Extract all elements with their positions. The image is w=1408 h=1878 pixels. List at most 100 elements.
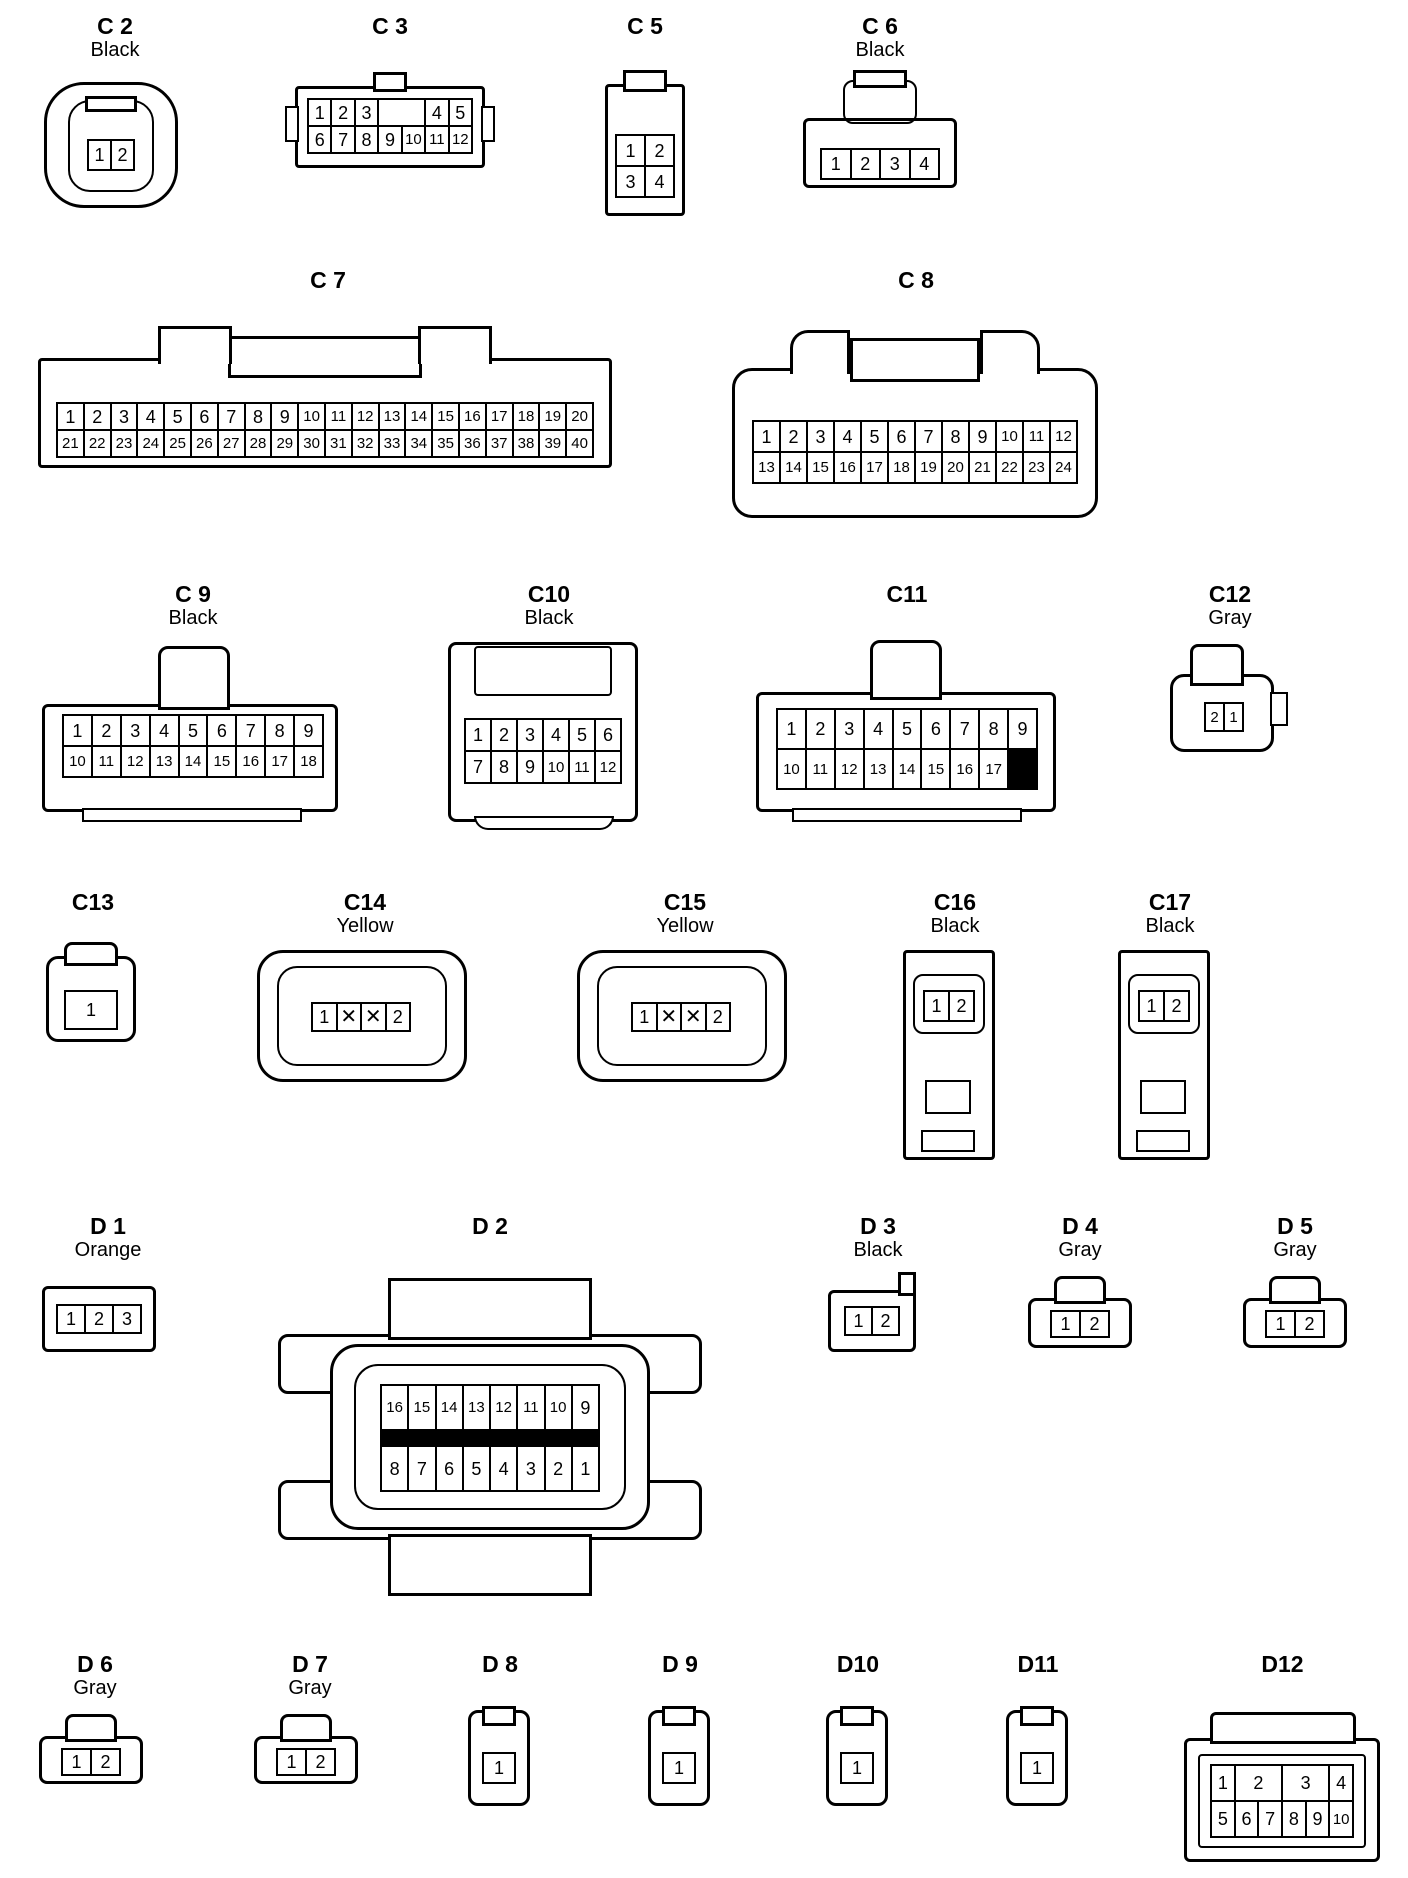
connector-latch bbox=[65, 1714, 117, 1742]
pin-block: 1 2 3 4 5 6 7 8 9 10 11 12 13 14 15 16 1… bbox=[62, 714, 324, 778]
pin: 3 bbox=[808, 422, 833, 451]
connector-housing bbox=[1118, 950, 1210, 1160]
pin: 9 bbox=[295, 716, 322, 745]
connector-id: C 2 bbox=[97, 13, 133, 39]
pin: 21 bbox=[58, 431, 83, 456]
pin: 8 bbox=[1282, 1802, 1305, 1836]
pin-gap bbox=[379, 100, 425, 125]
connector-latch bbox=[1020, 1706, 1054, 1726]
pin: 3 bbox=[518, 1447, 544, 1490]
connector-d9: D 9 1 bbox=[640, 1652, 720, 1812]
pin: 4 bbox=[646, 167, 673, 196]
connector-id: C 5 bbox=[627, 13, 663, 39]
pin: 13 bbox=[463, 1386, 489, 1429]
pin: 2 bbox=[646, 136, 673, 165]
connector-latch bbox=[482, 1706, 516, 1726]
pin: 3 bbox=[114, 1306, 140, 1332]
connector-d3: D 3 Black 1 2 bbox=[818, 1214, 938, 1364]
pin-block: 1 2 bbox=[1265, 1310, 1325, 1338]
pin: 22 bbox=[84, 431, 110, 456]
connector-d1: D 1 Orange 1 2 3 bbox=[38, 1214, 178, 1364]
pin: 2 bbox=[1235, 1766, 1281, 1800]
pin: 7 bbox=[951, 710, 979, 748]
pin: 10 bbox=[299, 404, 324, 429]
pin: 20 bbox=[943, 453, 968, 482]
connector-latch bbox=[158, 326, 232, 364]
connector-d7: D 7 Gray 1 2 bbox=[250, 1652, 370, 1792]
connector-side-tab bbox=[1270, 692, 1288, 726]
pin: 7 bbox=[218, 404, 244, 429]
connector-lock-slot bbox=[1136, 1130, 1190, 1152]
pin: 1 bbox=[64, 716, 91, 745]
connector-id: C13 bbox=[71, 889, 115, 915]
pin: 12 bbox=[121, 747, 149, 776]
pin: 1 bbox=[754, 422, 779, 451]
connector-lock-slot bbox=[925, 1080, 971, 1114]
pin: 3 bbox=[1282, 1766, 1329, 1800]
pin: 1 bbox=[664, 1754, 694, 1782]
pin: 16 bbox=[835, 453, 860, 482]
connector-id: D11 bbox=[1017, 1651, 1059, 1677]
pin: 4 bbox=[835, 422, 860, 451]
pin: 14 bbox=[781, 453, 806, 482]
connector-c11: C11 1 2 3 4 5 6 7 8 9 10 11 12 13 14 15 … bbox=[752, 582, 1062, 834]
connector-id: D 8 bbox=[482, 1651, 518, 1677]
pin: 2 bbox=[873, 1308, 898, 1334]
pin: 36 bbox=[459, 431, 485, 456]
connector-id: C 8 bbox=[898, 267, 934, 293]
pin: 12 bbox=[596, 752, 620, 782]
pin: 17 bbox=[266, 747, 294, 776]
pin: 8 bbox=[492, 752, 516, 782]
pin: 37 bbox=[486, 431, 512, 456]
pin-block: 1 2 3 4 bbox=[615, 134, 675, 198]
connector-bottom-rail bbox=[792, 808, 1022, 822]
blocked-cavity-icon: ✕ bbox=[657, 1004, 680, 1030]
pin: 2 bbox=[781, 422, 806, 451]
connector-latch bbox=[1054, 1276, 1106, 1304]
pin: 14 bbox=[893, 750, 921, 788]
pin: 12 bbox=[1051, 422, 1076, 451]
pin: 3 bbox=[121, 716, 149, 745]
pin: 12 bbox=[491, 1386, 517, 1429]
connector-latch bbox=[85, 96, 137, 112]
pin: 23 bbox=[111, 431, 137, 456]
pin: 8 bbox=[355, 127, 378, 152]
pin: 1 bbox=[633, 1004, 656, 1030]
connector-latch bbox=[662, 1706, 696, 1726]
connector-c15: C15 Yellow 1 ✕ ✕ 2 bbox=[575, 890, 795, 1100]
pin-block: 1 2 3 4 5 6 7 8 9 10 11 12 13 14 15 16 1… bbox=[776, 708, 1038, 790]
connector-shroud bbox=[474, 646, 612, 696]
pin-block: 1 2 bbox=[844, 1306, 900, 1336]
pin: 1 bbox=[278, 1750, 305, 1774]
pin: 6 bbox=[208, 716, 236, 745]
connector-color: Black bbox=[853, 1239, 903, 1261]
pin: 17 bbox=[486, 404, 512, 429]
pin: 5 bbox=[893, 710, 921, 748]
pin: 4 bbox=[910, 150, 938, 178]
pin: 1 bbox=[1267, 1312, 1294, 1336]
pin: 15 bbox=[433, 404, 458, 429]
connector-id: C 9 bbox=[175, 581, 211, 607]
connector-shroud bbox=[913, 974, 985, 1034]
pin: 2 bbox=[92, 716, 120, 745]
pin: 11 bbox=[518, 1386, 544, 1429]
pin: 2 bbox=[86, 1306, 112, 1332]
pin: 23 bbox=[1024, 453, 1049, 482]
pin: 10 bbox=[545, 1386, 571, 1429]
connector-color: Orange bbox=[74, 1239, 142, 1261]
connector-id: D 1 bbox=[90, 1213, 126, 1239]
pin: 13 bbox=[754, 453, 779, 482]
pin: 1 bbox=[617, 136, 644, 165]
connector-color: Yellow bbox=[656, 915, 714, 937]
pin-block: 16 15 14 13 12 11 10 9 8 7 6 5 4 3 2 1 bbox=[380, 1384, 600, 1492]
connector-latch bbox=[623, 70, 667, 92]
connector-shroud bbox=[1128, 974, 1200, 1034]
pin: 6 bbox=[309, 127, 331, 152]
pin-block: 2 1 bbox=[1204, 702, 1244, 732]
connector-bottom-lugs bbox=[388, 1534, 592, 1596]
pin-block: 1 bbox=[840, 1752, 874, 1784]
pin: 5 bbox=[570, 720, 594, 750]
connector-c10: C10 Black 1 2 3 4 5 6 7 8 9 10 11 12 bbox=[444, 582, 654, 844]
connector-shroud bbox=[1198, 1754, 1366, 1848]
pin: 1 bbox=[63, 1750, 90, 1774]
